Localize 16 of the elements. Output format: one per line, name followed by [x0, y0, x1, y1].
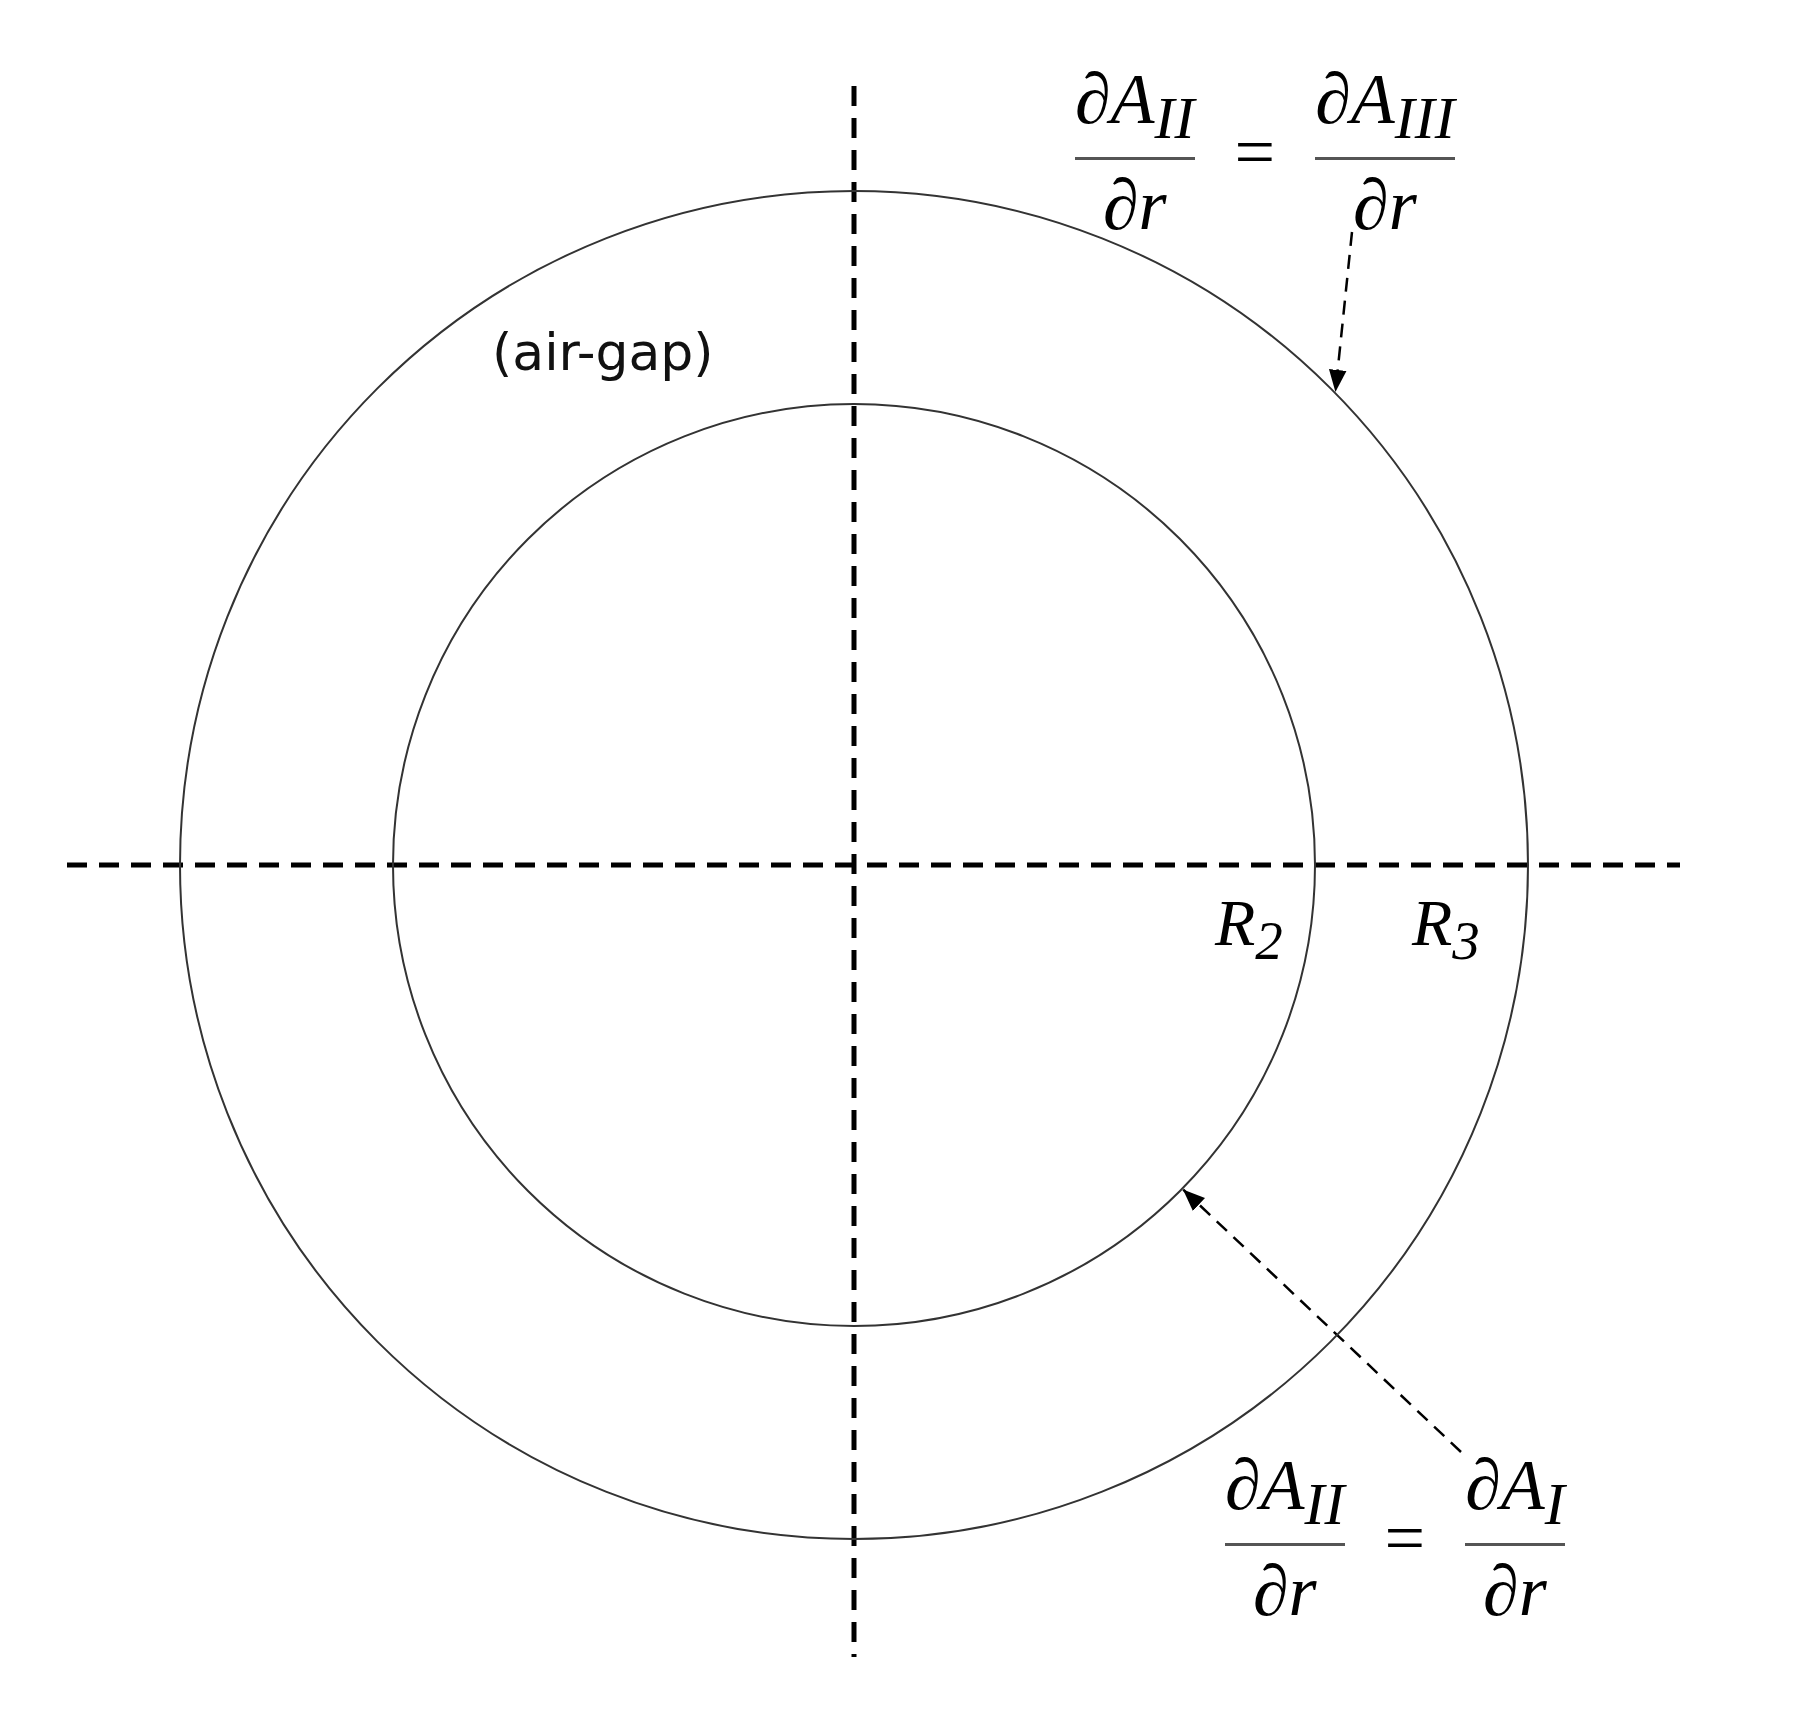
circle-boundary	[392, 403, 1316, 1327]
numerator: ∂A$_{II}$	[1075, 58, 1195, 154]
region-label: (air-gap)	[492, 322, 714, 382]
denominator: ∂r	[1483, 1550, 1547, 1634]
numerator: ∂A$_{II}$	[1225, 1444, 1345, 1540]
radius-label: R$_{3}$	[1412, 885, 1480, 973]
denominator: ∂r	[1353, 164, 1417, 248]
leader-arrow	[1182, 1188, 1462, 1453]
numerator: ∂A$_{III}$	[1315, 58, 1455, 154]
radius-label: R$_{2}$	[1215, 885, 1283, 973]
equals-sign: =	[1384, 1497, 1426, 1581]
denominator: ∂r	[1252, 1550, 1317, 1634]
numerator: ∂A$_{I}$	[1465, 1444, 1565, 1540]
leader-arrow	[1328, 231, 1354, 393]
equals-sign: =	[1234, 111, 1276, 195]
denominator: ∂r	[1102, 164, 1167, 248]
